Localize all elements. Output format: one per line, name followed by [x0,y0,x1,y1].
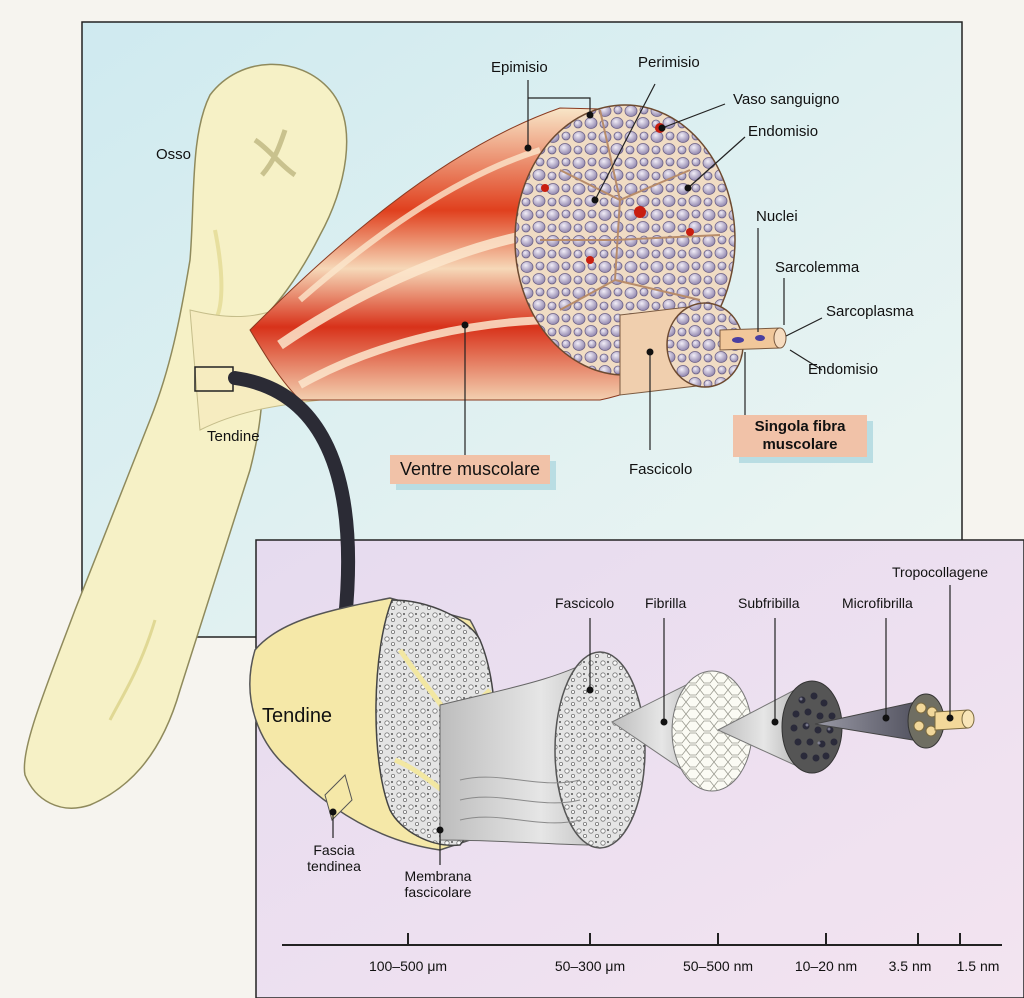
scale-label: 10–20 nm [794,958,858,974]
label-fascicolo: Fascicolo [629,461,693,478]
label-fascia-line2: tendinea [307,858,361,874]
single-fiber [719,327,781,351]
label-fascia-tendinea: Fascia tendinea [304,842,364,874]
label-singola-fibra-line2: muscolare [762,436,838,453]
scale-label: 50–300 μm [554,958,626,974]
label-ventre-muscolare: Ventre muscolare [390,455,551,484]
bone [23,63,348,809]
label-vaso-sanguigno: Vaso sanguigno [733,91,840,108]
label-endomisio-fibra: Endomisio [808,361,879,378]
label-membrana-fascicolare: Membrana fascicolare [396,868,480,900]
label-epimisio: Epimisio [491,59,548,76]
label-membrana-line1: Membrana [404,868,472,884]
label-singola-fibra-line1: Singola fibra [754,418,846,435]
label-sarcoplasma: Sarcoplasma [826,303,914,320]
zoom-arrow [228,371,356,627]
label-nuclei: Nuclei [756,208,798,225]
label-sarcolemma: Sarcolemma [775,259,860,276]
label-perimisio: Perimisio [638,54,700,71]
label-membrana-line2: fascicolare [404,884,472,900]
label-fascia-line1: Fascia [313,842,355,858]
label-tropocollagene: Tropocollagene [892,564,988,580]
label-endomisio: Endomisio [748,123,819,140]
label-subfribilla: Subfribilla [738,595,800,611]
label-fascicolo-bottom: Fascicolo [555,595,615,611]
label-singola-fibra: Singola fibra muscolare [733,415,867,457]
label-tendine-block: Tendine [262,705,333,727]
label-fibrilla: Fibrilla [645,595,687,611]
scale-label: 100–500 μm [368,958,448,974]
label-osso: Osso [156,146,192,163]
label-microfibrilla: Microfibrilla [842,595,913,611]
scale-label: 1.5 nm [956,958,1000,974]
scale-label: 50–500 nm [682,958,754,974]
label-tendine: Tendine [207,428,260,445]
scale-label: 3.5 nm [888,958,932,974]
